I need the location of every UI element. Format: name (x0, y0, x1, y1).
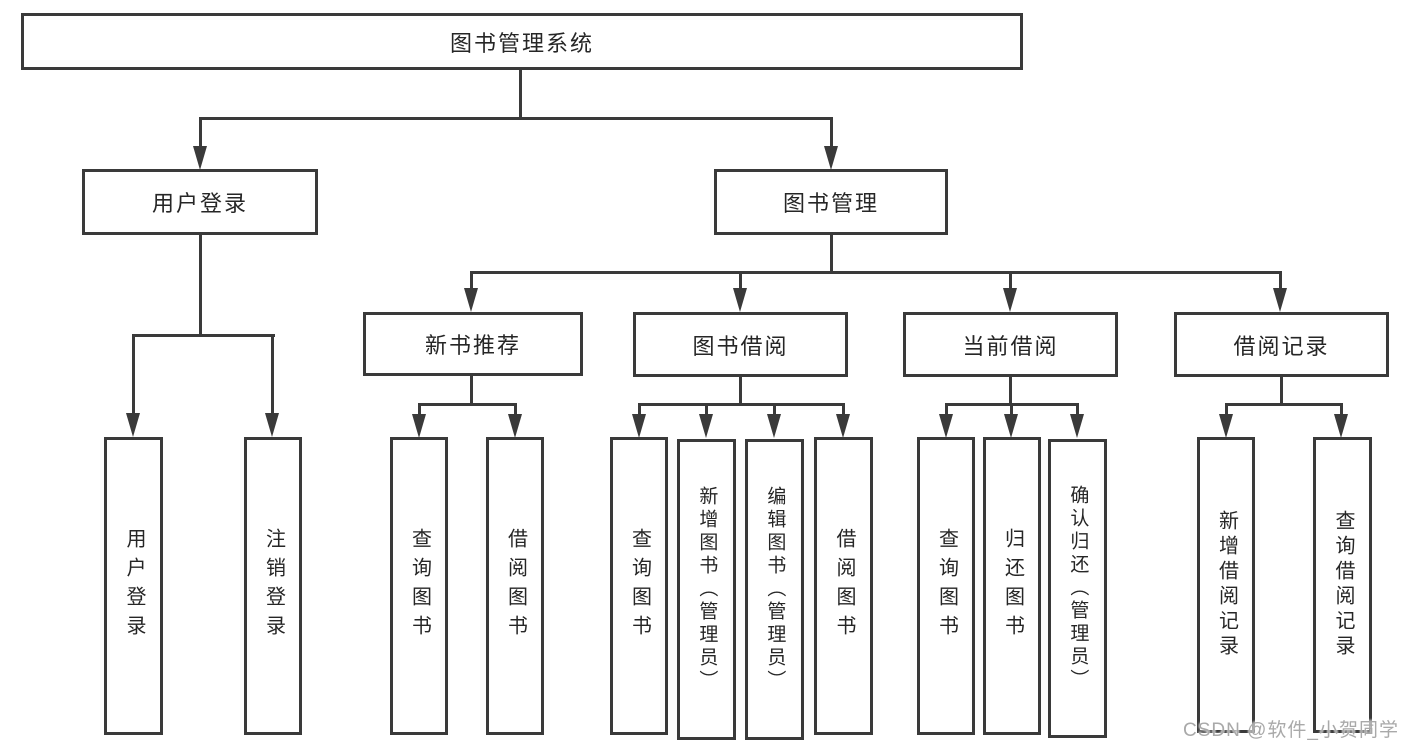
connector-line (1010, 403, 1013, 416)
connector-line (830, 117, 833, 149)
arrow-down-icon (464, 288, 478, 312)
leaf-rec-borrow-book-label: 借阅图书 (504, 528, 527, 644)
connector-line (132, 334, 135, 415)
leaf-logout-box: 注销登录 (244, 437, 302, 735)
node-borrow-record-box: 借阅记录 (1174, 312, 1389, 377)
connector-line (1225, 403, 1343, 406)
node-book-borrow-box: 图书借阅 (633, 312, 848, 377)
leaf-cur-return-book-label: 归还图书 (1001, 528, 1024, 644)
leaf-his-query-record-box: 查询借阅记录 (1313, 437, 1372, 733)
arrow-down-icon (1273, 288, 1287, 312)
node-new-book-rec-box: 新书推荐 (363, 312, 583, 376)
leaf-bor-query-book-box: 查询图书 (610, 437, 668, 735)
node-current-borrow-box: 当前借阅 (903, 312, 1118, 377)
leaf-cur-confirm-return-label: 确认归还（管理员） (1067, 485, 1089, 692)
arrow-down-icon (1070, 414, 1084, 438)
leaf-rec-borrow-book-box: 借阅图书 (486, 437, 544, 735)
connector-line (271, 334, 274, 415)
arrow-down-icon (699, 414, 713, 438)
connector-line (638, 403, 641, 416)
leaf-bor-borrow-book-box: 借阅图书 (814, 437, 873, 735)
leaf-user-login-label: 用户登录 (123, 528, 145, 644)
arrow-down-icon (1003, 288, 1017, 312)
connector-line (1279, 271, 1282, 289)
node-book-mgmt-label: 图书管理 (782, 191, 879, 216)
arrow-down-icon (1219, 414, 1233, 438)
connector-line (705, 403, 708, 416)
arrow-down-icon (824, 146, 838, 170)
leaf-bor-query-book-label: 查询图书 (628, 528, 651, 644)
leaf-his-add-record-box: 新增借阅记录 (1197, 437, 1255, 733)
connector-line (739, 271, 742, 289)
connector-line (1076, 403, 1079, 416)
connector-line (1225, 403, 1228, 416)
leaf-bor-add-book-label: 新增图书（管理员） (696, 486, 718, 693)
connector-line (638, 403, 845, 406)
connector-line (199, 117, 202, 149)
connector-line (1280, 375, 1283, 405)
arrow-down-icon (412, 414, 426, 438)
node-new-book-rec-label: 新书推荐 (424, 333, 521, 358)
node-root-label: 图书管理系统 (449, 30, 594, 56)
connector-line (1340, 403, 1343, 416)
arrow-down-icon (733, 288, 747, 312)
node-book-borrow-label: 图书借阅 (692, 333, 789, 359)
arrow-down-icon (126, 413, 140, 437)
node-current-borrow-label: 当前借阅 (962, 333, 1059, 359)
connector-line (199, 117, 833, 120)
arrow-down-icon (939, 414, 953, 438)
leaf-user-login-box: 用户登录 (104, 437, 163, 735)
node-book-mgmt-box: 图书管理 (714, 169, 948, 235)
connector-line (418, 403, 421, 416)
arrow-down-icon (767, 414, 781, 438)
arrow-down-icon (508, 414, 522, 438)
leaf-cur-query-book-box: 查询图书 (917, 437, 975, 735)
arrow-down-icon (1004, 414, 1018, 438)
leaf-his-query-record-label: 查询借阅记录 (1332, 510, 1354, 660)
arrow-down-icon (193, 146, 207, 170)
connector-line (470, 375, 473, 405)
watermark-text: CSDN @软件_小贺同学 (1183, 720, 1399, 741)
arrow-down-icon (265, 413, 279, 437)
leaf-his-add-record-label: 新增借阅记录 (1215, 510, 1238, 660)
connector-line (132, 334, 275, 337)
leaf-cur-confirm-return-box: 确认归还（管理员） (1048, 439, 1107, 738)
arrow-down-icon (836, 414, 850, 438)
connector-line (739, 375, 742, 405)
connector-line (418, 403, 517, 406)
connector-line (470, 271, 1282, 274)
leaf-cur-query-book-label: 查询图书 (935, 528, 958, 644)
connector-line (514, 403, 517, 416)
arrow-down-icon (1334, 414, 1348, 438)
leaf-rec-query-book-box: 查询图书 (390, 437, 448, 735)
leaf-bor-borrow-book-label: 借阅图书 (833, 528, 855, 644)
leaf-bor-edit-book-box: 编辑图书（管理员） (745, 439, 804, 740)
node-root-box: 图书管理系统 (21, 13, 1023, 70)
connector-line (199, 235, 202, 335)
connector-line (830, 235, 833, 274)
connector-line (519, 69, 522, 118)
leaf-bor-edit-book-label: 编辑图书（管理员） (764, 486, 786, 693)
connector-line (773, 403, 776, 416)
connector-line (1009, 271, 1012, 289)
leaf-bor-add-book-box: 新增图书（管理员） (677, 439, 736, 740)
connector-line (470, 271, 473, 289)
node-user-login-box: 用户登录 (82, 169, 318, 235)
node-borrow-record-label: 借阅记录 (1233, 333, 1330, 359)
node-user-login-label: 用户登录 (151, 191, 248, 216)
connector-line (945, 403, 948, 416)
connector-line (842, 403, 845, 416)
leaf-logout-label: 注销登录 (262, 528, 285, 644)
leaf-cur-return-book-box: 归还图书 (983, 437, 1041, 735)
arrow-down-icon (632, 414, 646, 438)
connector-line (1009, 375, 1012, 405)
leaf-rec-query-book-label: 查询图书 (408, 528, 431, 644)
